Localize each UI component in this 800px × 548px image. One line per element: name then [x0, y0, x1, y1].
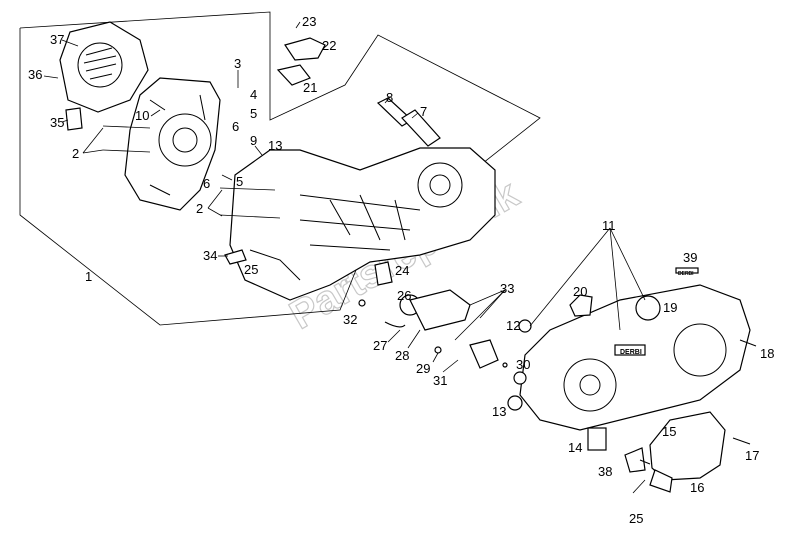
callout-5b: 5: [236, 174, 243, 189]
callout-24: 24: [395, 263, 409, 278]
brand-decal: DERBI: [678, 271, 694, 277]
callout-12: 12: [506, 318, 520, 333]
callout-14: 14: [568, 440, 582, 455]
callout-39: 39: [683, 250, 697, 265]
assembly-boundary: [19, 11, 541, 326]
callout-31: 31: [433, 373, 447, 388]
callout-6a: 6: [232, 119, 239, 134]
callout-7: 7: [420, 104, 427, 119]
callout-26: 26: [397, 288, 411, 303]
callout-33: 33: [500, 281, 514, 296]
leader-lines: [43, 21, 646, 494]
flywheel-cover: [59, 21, 149, 113]
callout-16: 16: [690, 480, 704, 495]
intake-parts: [276, 37, 326, 86]
callout-18: 18: [760, 346, 774, 361]
callout-11: 11: [602, 218, 616, 233]
callout-19: 19: [663, 300, 677, 315]
callout-37: 37: [50, 32, 64, 47]
callout-22: 22: [322, 38, 336, 53]
callout-13b: 13: [492, 404, 506, 419]
callout-1: 1: [85, 269, 92, 284]
callout-labels: 1 2 2 3 4 5 5 6 6 7 8 9 10 11 12 13 13 1…: [28, 14, 774, 526]
crankcase-left: [124, 77, 221, 211]
callout-35: 35: [50, 115, 64, 130]
small-parts: [65, 107, 757, 473]
callout-21: 21: [303, 80, 317, 95]
belt-cover: [649, 411, 726, 493]
callout-6b: 6: [203, 176, 210, 191]
callout-23: 23: [302, 14, 316, 29]
transmission-cover: [519, 284, 751, 431]
callout-20: 20: [573, 284, 587, 299]
callout-8: 8: [386, 90, 393, 105]
callout-29: 29: [416, 361, 430, 376]
callout-25a: 25: [244, 262, 258, 277]
callout-4: 4: [250, 87, 257, 102]
callout-34: 34: [203, 248, 217, 263]
callout-10: 10: [135, 108, 149, 123]
callout-9: 9: [250, 133, 257, 148]
callout-5a: 5: [250, 106, 257, 121]
crankcase-main: [229, 147, 496, 301]
callout-2a: 2: [72, 146, 79, 161]
callout-15: 15: [662, 424, 676, 439]
callout-38: 38: [598, 464, 612, 479]
callout-30: 30: [516, 357, 530, 372]
studs: [102, 125, 281, 219]
callout-25b: 25: [629, 511, 643, 526]
callout-2b: 2: [196, 201, 203, 216]
callout-27: 27: [373, 338, 387, 353]
callout-32: 32: [343, 312, 357, 327]
callout-28: 28: [395, 348, 409, 363]
callout-13a: 13: [268, 138, 282, 153]
callout-17: 17: [745, 448, 759, 463]
callout-36: 36: [28, 67, 42, 82]
callout-3: 3: [234, 56, 241, 71]
brand-badge: DERBI: [620, 349, 642, 356]
shaft-parts: [376, 97, 441, 147]
